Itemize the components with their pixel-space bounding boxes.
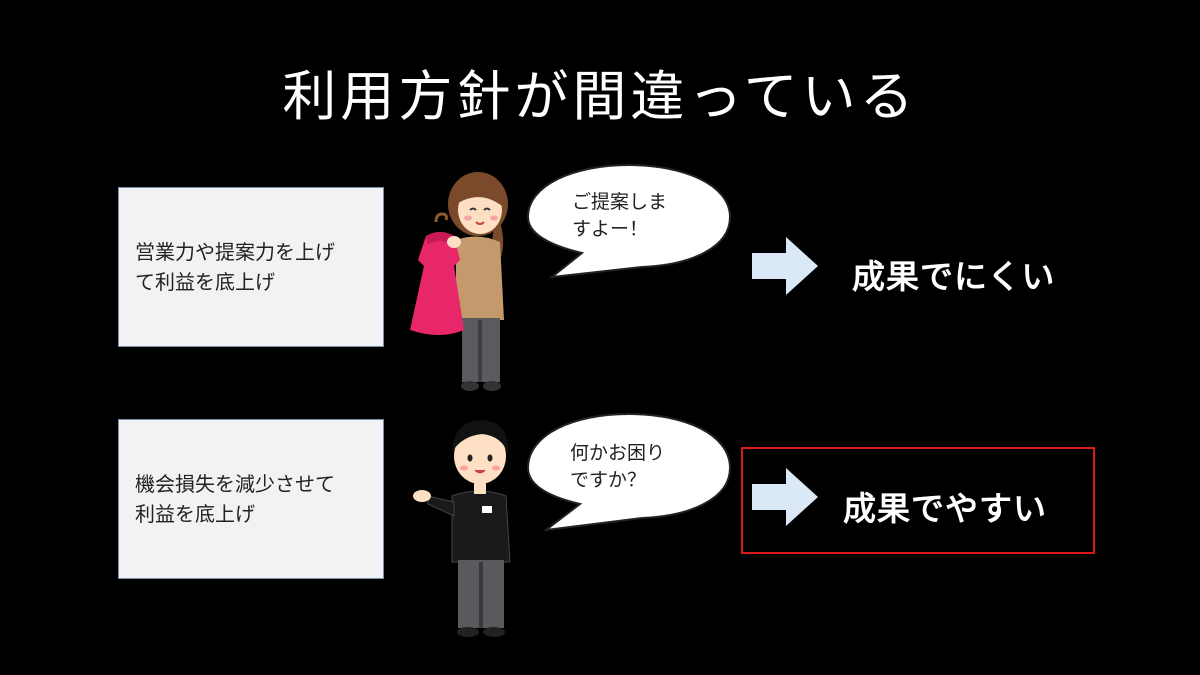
woman-holding-dress-illustration — [404, 170, 514, 404]
approach-box-opportunity: 機会損失を減少させて 利益を底上げ — [118, 419, 384, 579]
result-hard: 成果でにくい — [852, 257, 1056, 296]
approach-box-sales: 営業力や提案力を上げ て利益を底上げ — [118, 187, 384, 347]
right-arrow-icon — [752, 468, 818, 530]
result-easy: 成果でやすい — [843, 489, 1047, 528]
approach-text-opportunity: 機会損失を減少させて 利益を底上げ — [135, 472, 335, 526]
speech-text-ask: 何かお困り ですか？ — [570, 442, 666, 491]
speech-text-suggest: ご提案しま すよー！ — [572, 191, 668, 240]
highlight-frame — [741, 447, 1095, 554]
speech-bubble-ask: 何かお困り ですか？ — [524, 410, 734, 535]
slide-title: 利用方針が間違っている — [282, 65, 918, 128]
staff-man-illustration — [402, 412, 522, 646]
speech-bubble-suggest: ご提案しま すよー！ — [524, 161, 734, 281]
right-arrow-icon — [752, 237, 818, 299]
approach-text-sales: 営業力や提案力を上げ て利益を底上げ — [135, 240, 335, 294]
